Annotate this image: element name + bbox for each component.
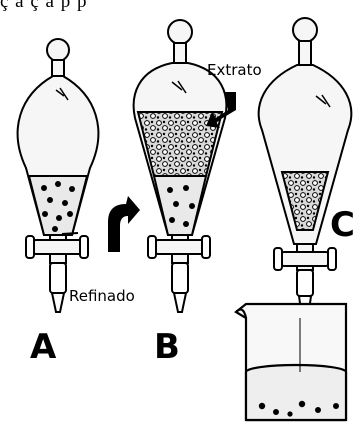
- label-extrato: Extrato: [207, 63, 262, 78]
- outlet-a: [50, 263, 66, 293]
- stopcock-c: [280, 252, 330, 266]
- stopcock-handle-a: [26, 236, 34, 258]
- label-refinado: Refinado: [69, 289, 135, 304]
- label-a: A: [30, 330, 56, 364]
- stopper-neck-a: [52, 60, 64, 76]
- outlet-c: [297, 270, 313, 296]
- stopcock-a: [32, 240, 84, 254]
- label-b: B: [154, 330, 180, 364]
- label-c: C: [330, 208, 355, 242]
- raffinate-layer-b: [154, 176, 206, 235]
- stopper-neck-c: [299, 41, 311, 65]
- stopper-c: [293, 18, 317, 42]
- beaker: [236, 304, 346, 420]
- outlet-b: [172, 263, 188, 293]
- refinado-arrow-icon: [108, 196, 140, 252]
- stopcock-b: [154, 240, 206, 254]
- cropped-header-text: ç ã ç ã p p: [0, 0, 357, 11]
- separatory-funnel-a: [18, 39, 99, 312]
- separatory-funnel-c: [259, 18, 352, 318]
- stopper-neck-b: [174, 43, 186, 63]
- stopper-b: [168, 20, 192, 44]
- stopper-a: [47, 39, 69, 61]
